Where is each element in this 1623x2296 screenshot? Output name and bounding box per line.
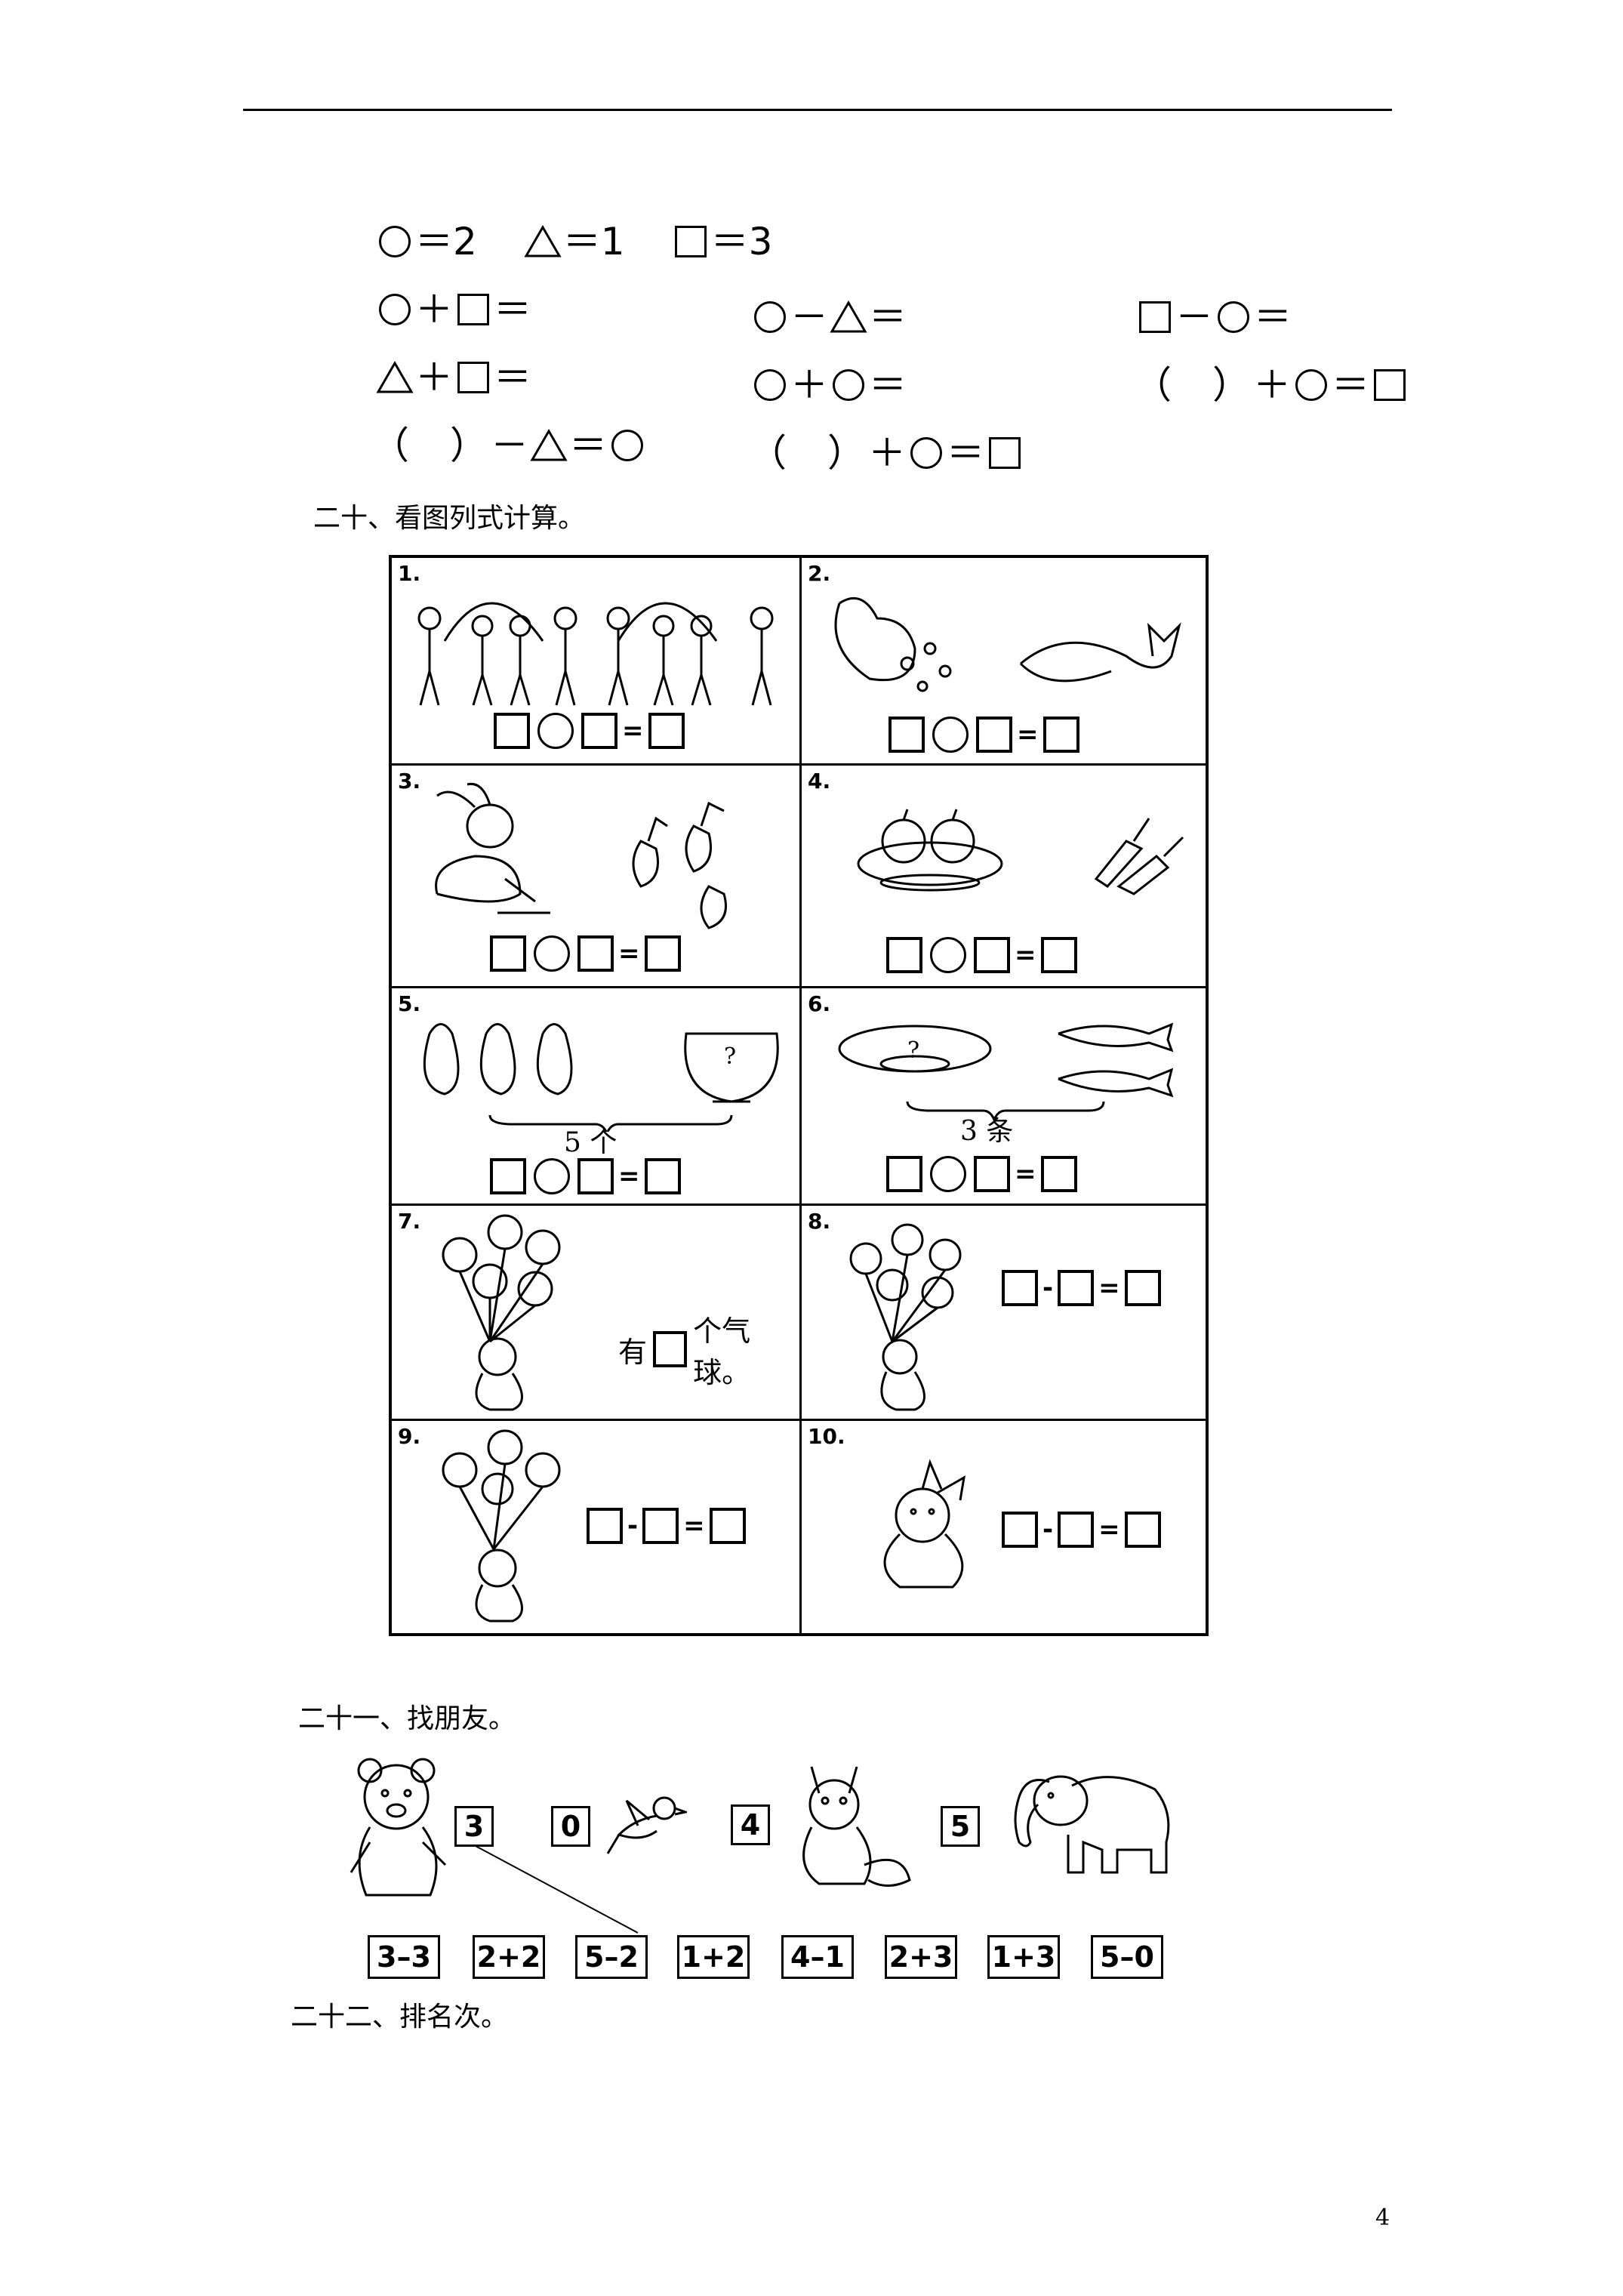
child-with-balloons-icon	[442, 1214, 561, 1411]
cell-1: 1. =	[392, 558, 799, 763]
cell-6-equation[interactable]: =	[886, 1156, 1077, 1192]
triangle-icon	[530, 429, 568, 461]
cell-3-equation[interactable]: =	[490, 935, 681, 972]
question-mark: ?	[907, 1037, 919, 1064]
section-20-title: 二十、看图列式计算。	[313, 503, 586, 534]
rabbit-and-radishes-icon	[435, 782, 727, 929]
equation-7: （） － ＝	[370, 423, 646, 468]
equation-8: （） ＋＝	[747, 430, 1024, 476]
peaches-and-bowl-icon: ?	[423, 1023, 779, 1132]
cell-5: 5. ? 5 个 =	[392, 988, 799, 1203]
square-symbol	[674, 226, 707, 257]
jump-rope-children-icon	[417, 602, 774, 706]
page-number: 4	[1375, 2205, 1390, 2231]
cell-9-equation[interactable]: -=	[587, 1508, 746, 1544]
cell-6-label: 3 条	[960, 1116, 1014, 1147]
apples-and-radishes-icon	[857, 809, 1184, 895]
cell-2-equation[interactable]: =	[888, 717, 1079, 753]
equation-5: ＋＝	[751, 362, 908, 408]
cell-8-equation[interactable]: -=	[1002, 1270, 1161, 1306]
cell-5-equation[interactable]: =	[490, 1158, 681, 1194]
cell-7: 7. 有 个气球。	[392, 1206, 799, 1419]
cell-10-equation[interactable]: -=	[1002, 1512, 1161, 1548]
number-box-bear: 3	[454, 1806, 494, 1847]
cell-5-label: 5 个	[564, 1127, 617, 1158]
connecting-line	[475, 1845, 639, 1934]
cell-1-equation[interactable]: =	[494, 713, 685, 749]
expression-box[interactable]: 4–1	[781, 1935, 854, 1979]
expression-box[interactable]: 1+2	[677, 1935, 750, 1979]
cell-4: 4. =	[802, 766, 1206, 986]
section-22-title: 二十二、排名次。	[291, 2002, 509, 2032]
rabbit-icon	[883, 1459, 965, 1589]
fox-icon	[802, 1766, 911, 1887]
cell-6: 6. ? 3 条 =	[802, 988, 1206, 1203]
balloon-count-sentence: 有 个气球。	[618, 1314, 751, 1389]
expression-box[interactable]: 3–3	[368, 1935, 440, 1979]
equation-2: － ＝	[751, 294, 908, 340]
bear-icon	[350, 1758, 447, 1897]
child-with-balloons-icon	[442, 1429, 561, 1623]
plate-and-fish-icon: ?	[838, 1022, 1174, 1123]
cell-9: 9. -=	[392, 1421, 799, 1633]
triangle-icon	[376, 361, 414, 393]
cell-10: 10. -=	[802, 1421, 1206, 1633]
number-box-fox: 4	[731, 1804, 770, 1845]
symbol-definitions: ＝2 ＝1 ＝3	[376, 219, 774, 264]
expression-box[interactable]: 5–2	[575, 1935, 648, 1979]
number-box-bird: 0	[551, 1806, 590, 1847]
square-value: ＝3	[710, 220, 773, 264]
header-rule	[243, 109, 1392, 111]
circle-value: ＝2	[415, 220, 477, 264]
expression-box[interactable]: 2+3	[885, 1935, 957, 1979]
question-mark: ?	[724, 1043, 736, 1070]
cell-4-equation[interactable]: =	[886, 937, 1077, 973]
expression-box[interactable]: 1+3	[987, 1935, 1060, 1979]
bird-icon	[606, 1796, 687, 1854]
equation-1: ＋＝	[376, 287, 533, 332]
elephant-icon	[1014, 1775, 1170, 1874]
picture-grid: 1. = 2.	[389, 555, 1209, 1636]
cell-8: 8. -=	[802, 1206, 1206, 1419]
triangle-symbol	[524, 225, 562, 257]
triangle-value: ＝1	[562, 220, 625, 264]
balloon-count-box[interactable]	[653, 1331, 688, 1367]
hen-and-fox-icon	[834, 596, 1181, 692]
child-with-balloons-icon	[849, 1223, 962, 1411]
equation-3: －＝	[1136, 294, 1293, 340]
expression-box[interactable]: 2+2	[473, 1935, 545, 1979]
section-21-title: 二十一、找朋友。	[298, 1703, 516, 1734]
number-box-elephant: 5	[941, 1806, 980, 1847]
triangle-icon	[830, 300, 867, 333]
cell-2: 2. =	[802, 558, 1206, 763]
expression-box[interactable]: 5–0	[1091, 1935, 1163, 1979]
equation-6: （） ＋＝	[1132, 362, 1409, 408]
circle-symbol	[379, 226, 411, 257]
cell-3: 3. =	[392, 766, 799, 986]
equation-4: ＋＝	[376, 355, 533, 400]
